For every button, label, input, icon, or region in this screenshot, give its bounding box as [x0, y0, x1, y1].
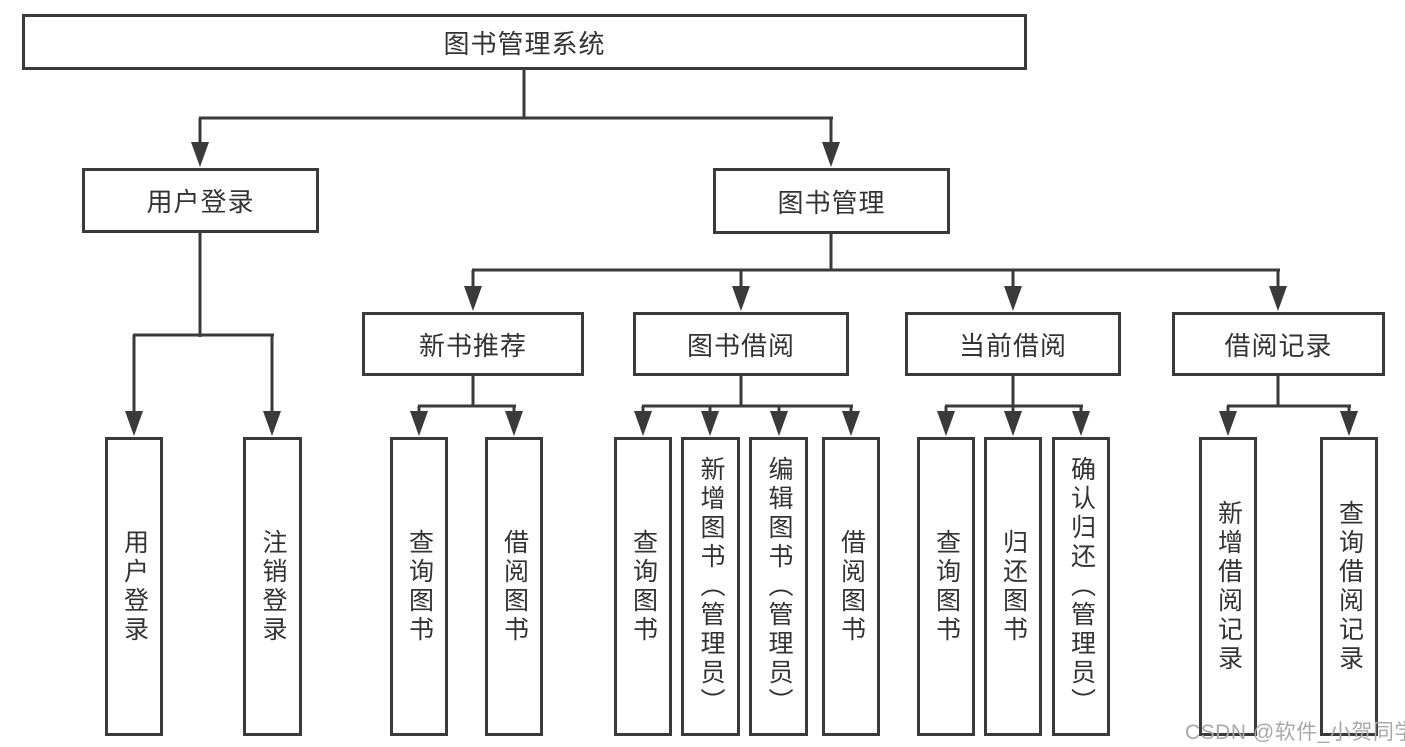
arrowhead-icon — [937, 411, 955, 436]
arrowhead-icon — [1004, 411, 1022, 436]
leaf-logout: 注销登录 — [243, 437, 302, 736]
leaf-recommend-borrow-books-label: 借阅图书 — [500, 528, 529, 645]
node-borrow-records: 借阅记录 — [1172, 312, 1385, 376]
leaf-query-borrow-record: 查询借阅记录 — [1320, 437, 1378, 736]
node-new-book-recommend-label: 新书推荐 — [418, 330, 527, 361]
arrowhead-icon — [701, 411, 719, 436]
node-current-borrow: 当前借阅 — [905, 312, 1121, 376]
leaf-add-books-admin-label: 新增图书（管理员） — [697, 456, 725, 717]
arrowhead-icon — [732, 286, 750, 311]
node-book-management-label: 图书管理 — [777, 187, 886, 218]
leaf-borrow-query-books: 查询图书 — [614, 437, 672, 736]
arrowhead-icon — [822, 142, 840, 167]
leaf-recommend-borrow-books: 借阅图书 — [485, 437, 543, 736]
leaf-logout-label: 注销登录 — [259, 528, 287, 645]
leaf-user-login: 用户登录 — [105, 437, 163, 736]
node-user-login: 用户登录 — [82, 168, 319, 233]
leaf-query-borrow-record-label: 查询借阅记录 — [1335, 499, 1364, 674]
leaf-recommend-query-books: 查询图书 — [390, 437, 448, 736]
leaf-confirm-return-admin-label: 确认归还（管理员） — [1067, 456, 1096, 717]
node-book-borrow: 图书借阅 — [633, 312, 849, 376]
leaf-current-query-books-label: 查询图书 — [932, 528, 961, 645]
arrowhead-icon — [1340, 411, 1358, 436]
arrowhead-icon — [505, 411, 523, 436]
arrowhead-icon — [125, 411, 143, 436]
arrowhead-icon — [1004, 286, 1022, 311]
csdn-watermark: CSDN @软件_小贺同学 — [1185, 721, 1405, 744]
node-user-login-label: 用户登录 — [146, 187, 255, 217]
node-root: 图书管理系统 — [22, 14, 1027, 70]
arrowhead-icon — [1269, 286, 1287, 311]
arrowhead-icon — [263, 411, 281, 436]
leaf-borrow-books-label: 借阅图书 — [837, 528, 866, 645]
leaf-return-books-label: 归还图书 — [999, 528, 1028, 645]
arrowhead-icon — [770, 411, 788, 436]
arrowhead-icon — [191, 142, 209, 167]
arrowhead-icon — [842, 411, 860, 436]
arrowhead-icon — [1072, 411, 1090, 436]
arrowhead-icon — [410, 411, 428, 436]
leaf-recommend-query-books-label: 查询图书 — [405, 528, 434, 645]
leaf-borrow-query-books-label: 查询图书 — [629, 528, 658, 645]
node-current-borrow-label: 当前借阅 — [958, 330, 1067, 361]
node-borrow-records-label: 借阅记录 — [1224, 330, 1333, 361]
leaf-confirm-return-admin: 确认归还（管理员） — [1052, 437, 1110, 736]
leaf-borrow-books: 借阅图书 — [822, 437, 880, 736]
leaf-current-query-books: 查询图书 — [917, 437, 975, 736]
node-book-management: 图书管理 — [713, 168, 950, 234]
leaf-add-borrow-record-label: 新增借阅记录 — [1214, 499, 1243, 674]
leaf-user-login-label: 用户登录 — [120, 528, 149, 645]
leaf-edit-books-admin: 编辑图书（管理员） — [749, 437, 808, 736]
leaf-add-books-admin: 新增图书（管理员） — [681, 437, 740, 736]
arrowhead-icon — [464, 286, 482, 311]
node-new-book-recommend: 新书推荐 — [362, 312, 584, 376]
node-book-borrow-label: 图书借阅 — [686, 330, 795, 361]
arrowhead-icon — [1219, 411, 1237, 436]
leaf-add-borrow-record: 新增借阅记录 — [1199, 437, 1257, 736]
arrowhead-icon — [634, 411, 652, 436]
node-root-label: 图书管理系统 — [443, 28, 606, 59]
leaf-edit-books-admin-label: 编辑图书（管理员） — [765, 456, 793, 717]
leaf-return-books: 归还图书 — [984, 437, 1042, 736]
